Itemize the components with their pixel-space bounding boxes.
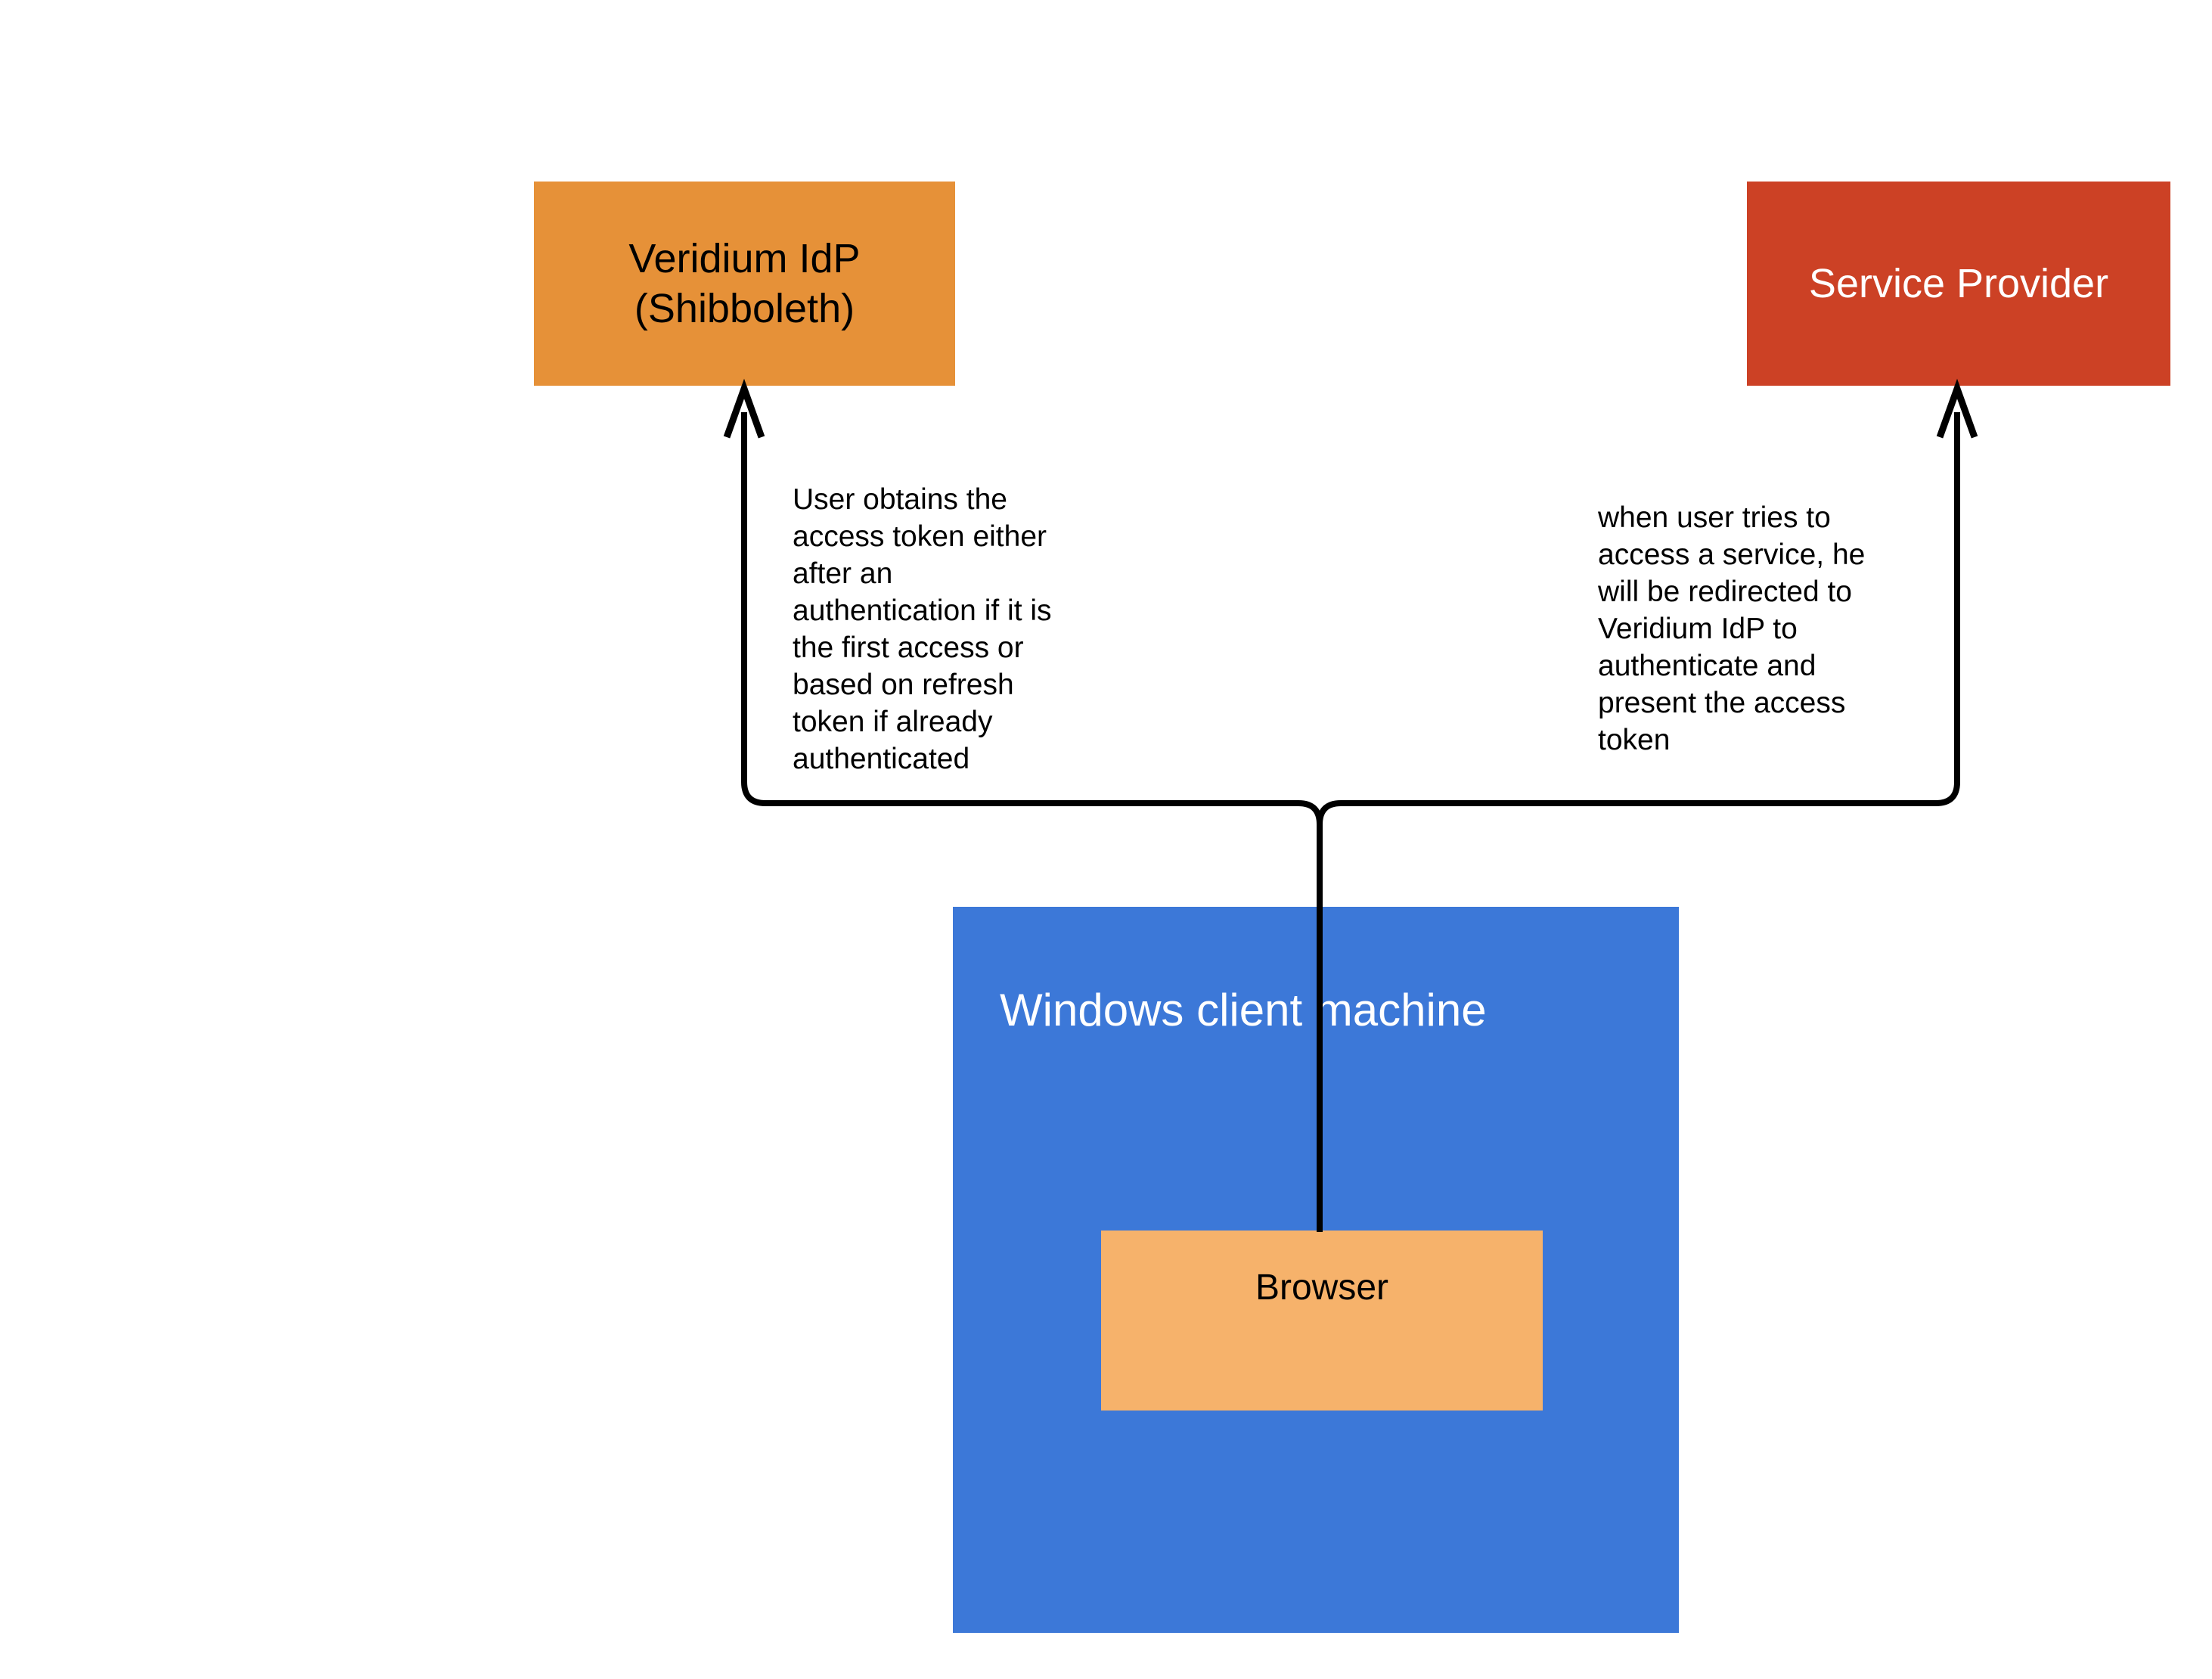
- service-provider-node-label: Service Provider: [1808, 261, 2109, 306]
- service-provider-node: Service Provider: [1747, 182, 2170, 386]
- up-arrowhead-to-idp-icon: [723, 378, 765, 439]
- browser-node: Browser: [1101, 1231, 1543, 1411]
- up-arrowhead-to-service-provider-icon: [1936, 378, 1978, 439]
- idp-node: Veridium IdP (Shibboleth): [534, 182, 955, 386]
- client-machine-node-label: Windows client machine: [1000, 985, 1487, 1035]
- browser-node-label: Browser: [1255, 1268, 1389, 1308]
- client-machine-node: Windows client machine Browser: [953, 907, 1679, 1633]
- right-annotation-text: when user tries to access a service, he …: [1598, 501, 1866, 756]
- left-annotation-text: User obtains the access token either aft…: [793, 483, 1052, 775]
- idp-node-label: Veridium IdP (Shibboleth): [628, 236, 861, 331]
